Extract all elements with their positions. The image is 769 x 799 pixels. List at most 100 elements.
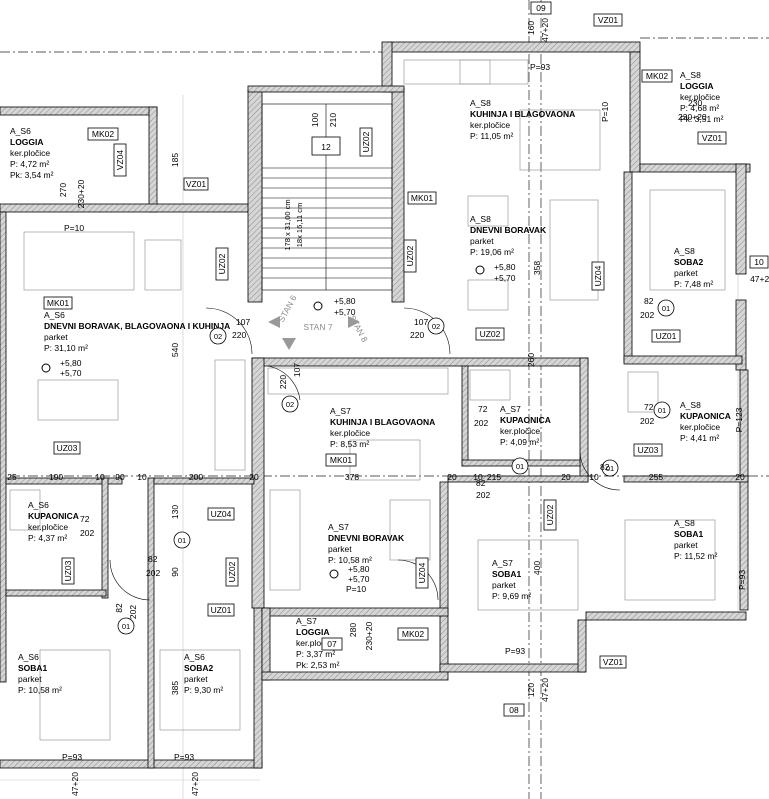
dim-72-a: 72 <box>644 402 654 412</box>
level-marker-icon <box>41 363 51 373</box>
tag-uz02-f: UZ02 <box>227 561 237 582</box>
dim-82-a: 82 <box>644 296 654 306</box>
room-a_s7_loggia-name: LOGGIA <box>296 627 330 637</box>
dim-row-value: 20 <box>561 472 571 482</box>
door-marker-circle <box>281 395 299 413</box>
dim-280: 280 <box>348 623 358 637</box>
dim-202-e: 202 <box>80 528 94 538</box>
section-mark-08: 08 <box>509 705 519 715</box>
room-a_s7_boravak-area: P: 10,58 m² <box>328 555 372 565</box>
level-marker-icon <box>475 265 485 275</box>
room-a_s8_kuhinja-code: A_S8 <box>470 98 491 108</box>
dim-202-b: 202 <box>640 416 654 426</box>
tag-vz01-c: VZ01 <box>702 133 723 143</box>
room-a_s7_boravak-name: DNEVNI BORAVAK <box>328 533 405 543</box>
tag-mk01-c: MK01 <box>330 455 352 465</box>
room-a_s6_loggia-floor: ker.pločice <box>10 148 50 158</box>
parapet-labels: P=10 P=10 P=10 P=93 P=93 P=93 P=93 P=93 … <box>62 62 747 762</box>
dim-358: 358 <box>532 261 542 275</box>
tag-vz01-a: VZ01 <box>186 179 207 189</box>
tag-mk02-c: MK02 <box>402 629 424 639</box>
stair-dim-210: 210 <box>328 113 338 127</box>
door-marker-circle <box>653 401 671 419</box>
room-a_s7_kuhinja-floor: ker.pločice <box>330 428 370 438</box>
room-a_s7_soba1-code: A_S7 <box>492 558 513 568</box>
tag-mk02-a: MK02 <box>92 129 114 139</box>
room-a_s7_kupaonica-floor: ker.pločice <box>500 426 540 436</box>
level-a-s7-b: +5,70 <box>348 574 370 584</box>
dim-row-value: 20 <box>735 472 745 482</box>
arrow-down-icon <box>282 338 296 350</box>
dim-row-value: 190 <box>49 472 63 482</box>
section-marks: 09 10 07 08 <box>321 1 769 717</box>
room-a_s8_loggia-code: A_S8 <box>680 70 701 80</box>
door-marker-circle <box>209 327 227 345</box>
room-a_s7_loggia-extra: Pk: 2,53 m² <box>296 660 340 670</box>
room-a_s6_kupaonica-area: P: 4,37 m² <box>28 533 67 543</box>
tag-uz01-a: UZ01 <box>656 331 677 341</box>
dim-row-value: 25 <box>7 472 17 482</box>
room-a_s8_kuhinja-floor: ker.pločice <box>470 120 510 130</box>
room-a_s6_loggia-extra: Pk: 3,54 m² <box>10 170 54 180</box>
room-a_s8_soba2-name: SOBA2 <box>674 257 704 267</box>
tag-uz01-b: UZ01 <box>211 605 232 615</box>
room-a_s6_loggia-name: LOGGIA <box>10 137 44 147</box>
dim-82-c: 82 <box>600 462 610 472</box>
room-a_s8_soba2-code: A_S8 <box>674 246 695 256</box>
room-a_s7_soba1-area: P: 9,69 m² <box>492 591 531 601</box>
level-a-s8-a: +5,80 <box>494 262 516 272</box>
door-marker-label: 02 <box>214 332 222 341</box>
dim-47-20-b: 47+20 <box>750 274 769 284</box>
door-marker-circle <box>511 457 529 475</box>
level-marker-icon <box>329 569 339 579</box>
dim-row-value: 90 <box>115 472 125 482</box>
room-a_s7_soba1-name: SOBA1 <box>492 569 522 579</box>
dim-72-b: 72 <box>478 404 488 414</box>
dim-47-20-d: 47+20 <box>190 772 200 796</box>
dim-540: 540 <box>170 343 180 357</box>
level-a-s6-b: +5,70 <box>60 368 82 378</box>
room-a_s6_loggia-code: A_S6 <box>10 126 31 136</box>
door-marker-label: 01 <box>122 622 130 631</box>
room-a_s8_kupaonica-name: KUPAONICA <box>680 411 731 421</box>
section-mark-07: 07 <box>327 639 337 649</box>
room-a_s7_boravak-floor: parket <box>328 544 352 554</box>
level-a-s8-b: +5,70 <box>494 273 516 283</box>
dim-202-d: 202 <box>476 490 490 500</box>
dim-202-a: 202 <box>640 310 654 320</box>
parapet-p10-b: P=10 <box>346 584 366 594</box>
stair-steps-2: 18x 16,11 cm <box>295 203 304 247</box>
dim-row-value: 10 <box>589 472 599 482</box>
dim-row-value: 215 <box>487 472 501 482</box>
door-marker-circle <box>117 617 135 635</box>
tag-mk02-b: MK02 <box>646 71 668 81</box>
room-a_s7_kuhinja-area: P: 8,53 m² <box>330 439 369 449</box>
parapet-p93-d: P=93 <box>174 752 194 762</box>
room-a_s8_loggia-floor: ker.pločice <box>680 92 720 102</box>
tag-uz02-b: UZ02 <box>361 131 371 152</box>
level-markers: +5,80 +5,70 +5,80 +5,70 +5,80 +5,70 <box>41 262 516 584</box>
dim-220-a: 220 <box>232 330 246 340</box>
room-a_s8_boravak-name: DNEVNI BORAVAK <box>470 225 547 235</box>
door-marker-label: 01 <box>662 304 670 313</box>
room-a_s8_loggia-extra: Pk: 3,51 m² <box>680 114 724 124</box>
dim-202-c: 202 <box>474 418 488 428</box>
dim-385: 385 <box>170 681 180 695</box>
dim-47-20-a: 47+20 <box>540 18 550 42</box>
room-a_s7_kupaonica-name: KUPAONICA <box>500 415 551 425</box>
dim-row-value: 10 <box>473 472 483 482</box>
door-marker-label: 02 <box>286 400 294 409</box>
room-a_s8_soba1-area: P: 11,52 m² <box>674 551 717 561</box>
tag-uz02-a: UZ02 <box>217 253 227 274</box>
level-a-s7-a: +5,80 <box>348 564 370 574</box>
parapet-p123: P=123 <box>734 407 744 432</box>
room-a_s8_kuhinja-area: P: 11,05 m² <box>470 131 513 141</box>
door-marker-label: 02 <box>432 322 440 331</box>
stair-level-b: +5,70 <box>334 307 356 317</box>
stair-steps-1: 178 x 31,00 cm <box>283 199 292 250</box>
tag-vz01-b: VZ01 <box>598 15 619 25</box>
dim-47-20-e: 47+20 <box>70 772 80 796</box>
dim-107-c: 107 <box>292 363 302 377</box>
